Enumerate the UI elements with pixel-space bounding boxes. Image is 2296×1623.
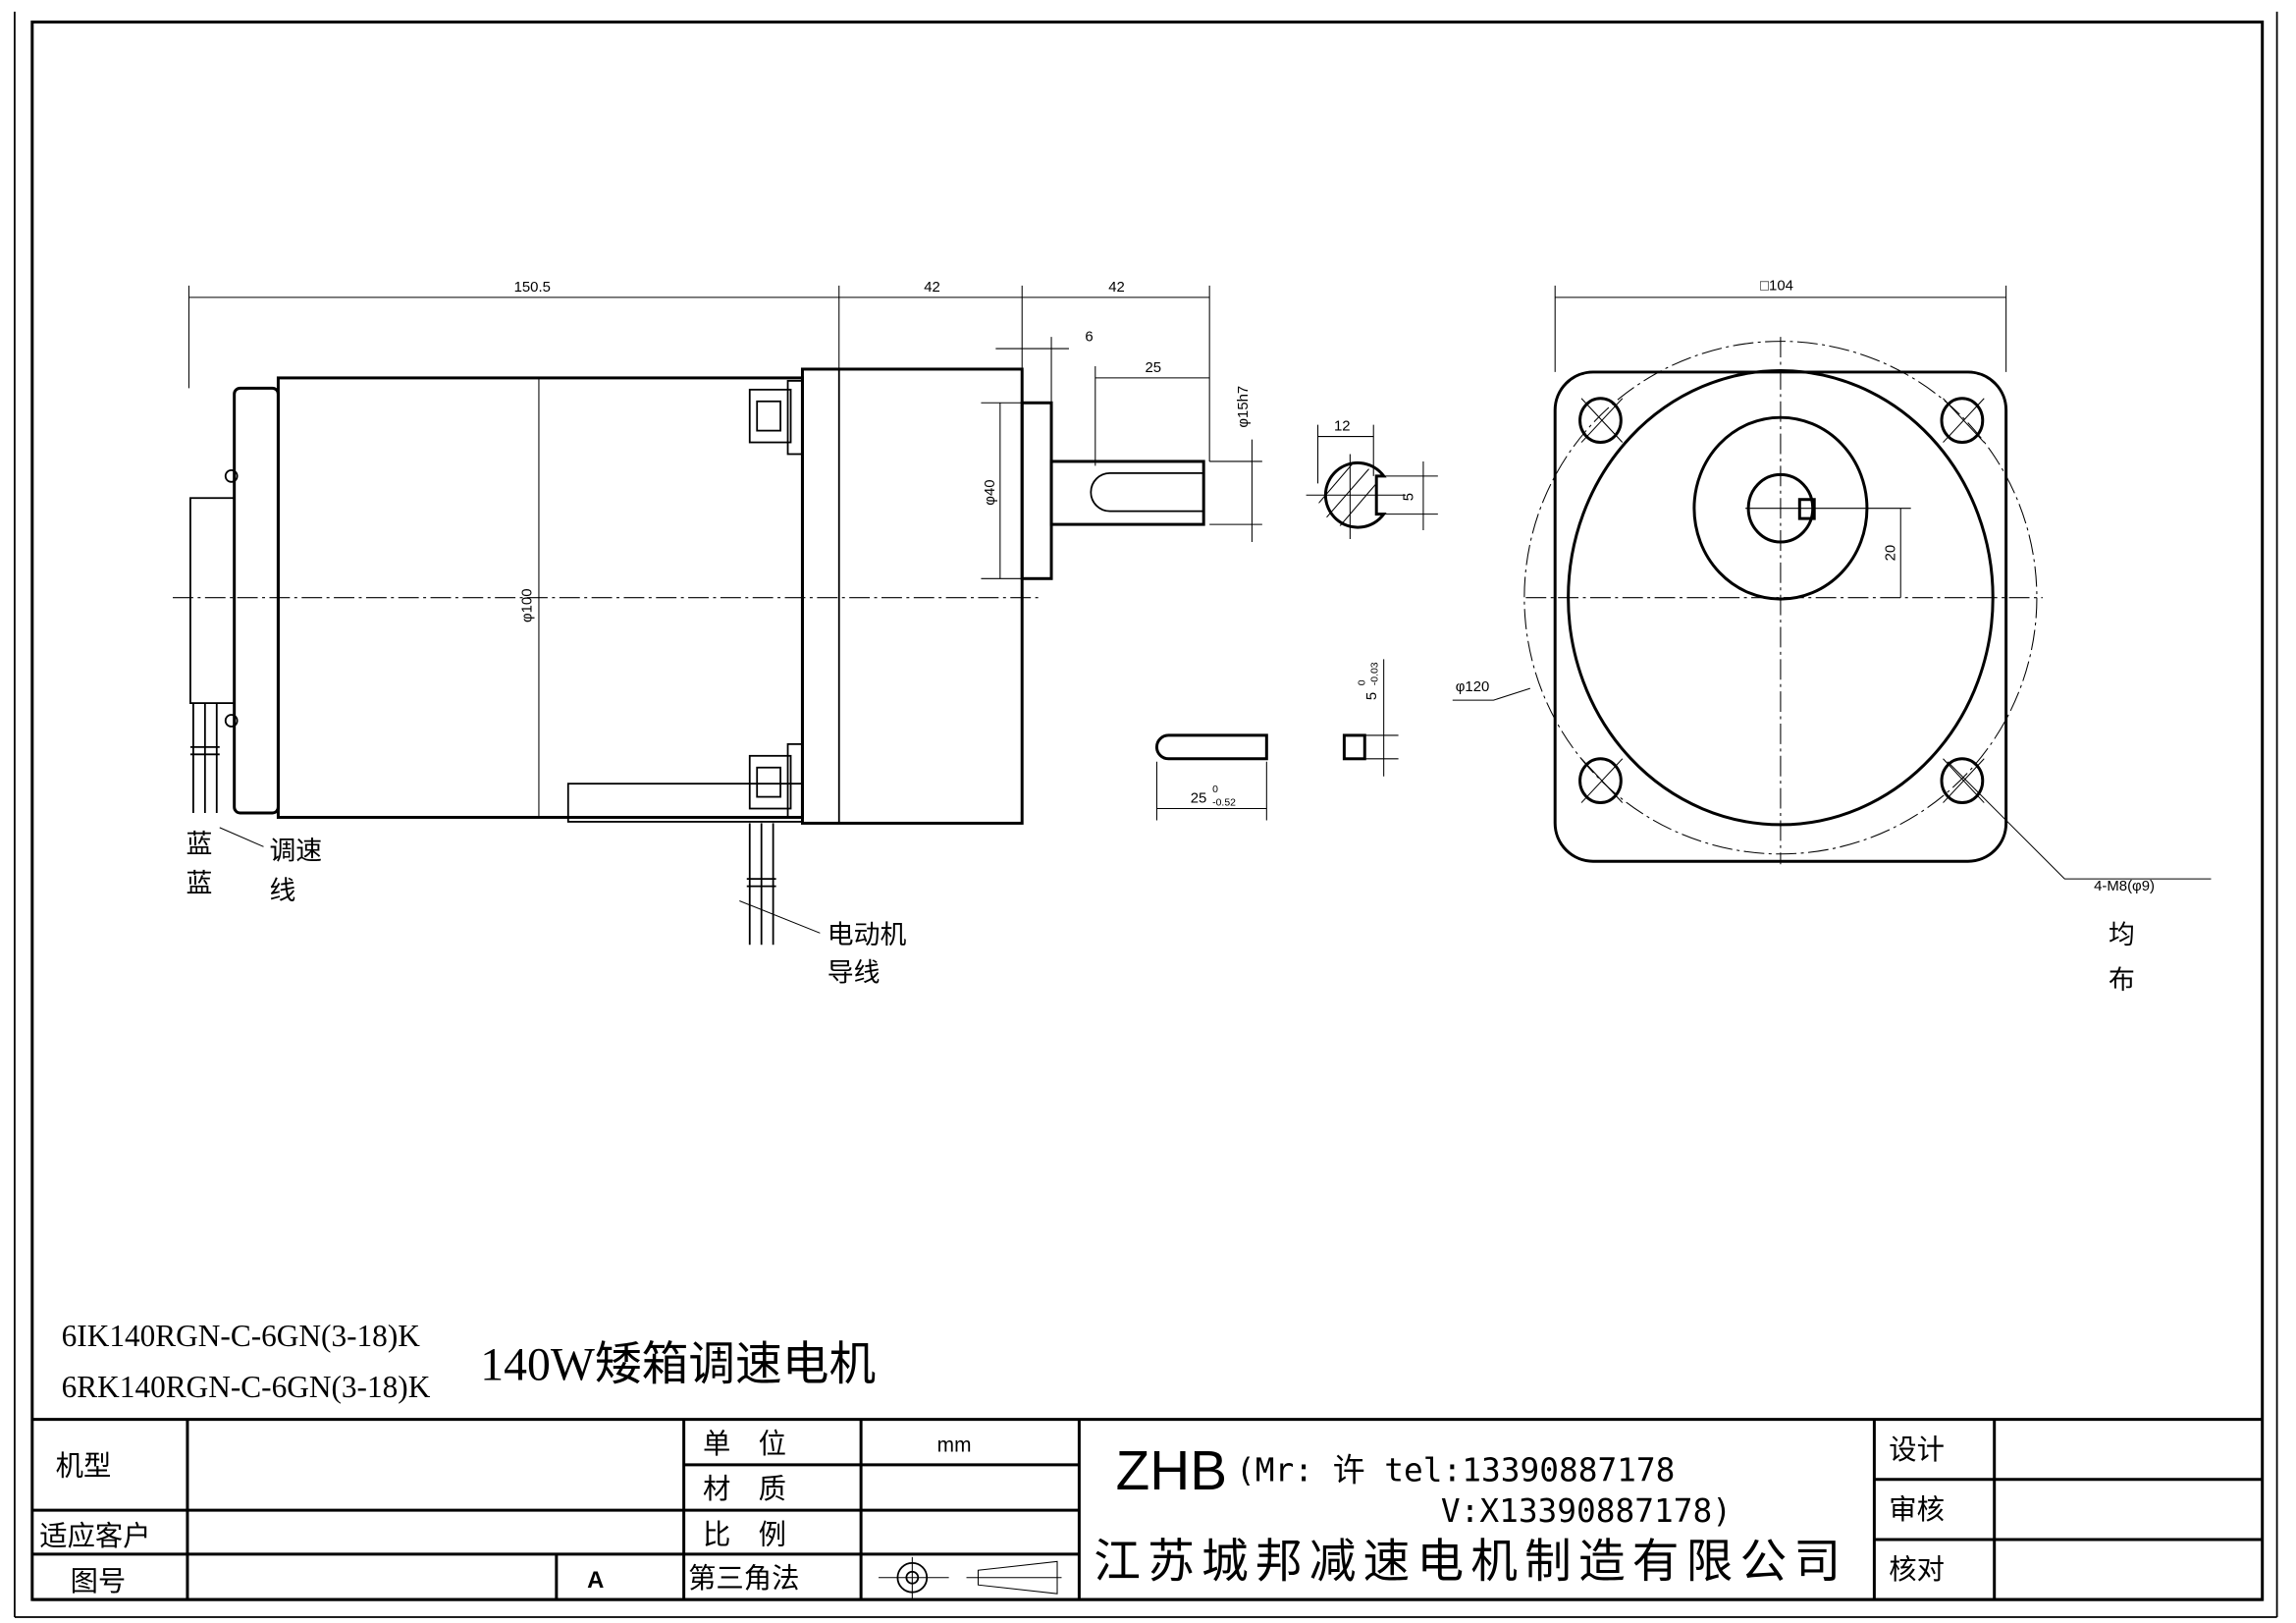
brand-logo: ZHB (1116, 1440, 1227, 1502)
label-design: 设计 (1889, 1434, 1945, 1466)
dim-phi15h7: φ15h7 (1236, 386, 1252, 428)
key-height-tol-upper: 0 (1357, 679, 1367, 685)
dim-150-5: 150.5 (514, 280, 551, 296)
dim-5: 5 (1402, 493, 1417, 501)
dim-25: 25 (1146, 360, 1162, 376)
dim-key-length: 25 (1191, 791, 1207, 807)
key-length-tol-upper: 0 (1212, 784, 1218, 795)
label-evenly-2: 布 (2109, 965, 2135, 996)
label-model: 机型 (56, 1449, 112, 1482)
label-customer: 适应客户 (39, 1520, 150, 1552)
key-height-tol-lower: -0.03 (1370, 662, 1381, 685)
dim-42-gearbox: 42 (924, 280, 940, 296)
label-review: 审核 (1889, 1493, 1945, 1526)
label-check: 核对 (1889, 1553, 1945, 1586)
key-length-tol-lower: -0.52 (1212, 798, 1236, 809)
unit-value: mm (937, 1434, 972, 1456)
contact-phone: (Mr: 许 tel:13390887178 (1236, 1451, 1675, 1488)
dim-mount-holes: 4-M8(φ9) (2094, 879, 2155, 894)
label-speed-line-2: 线 (269, 876, 295, 906)
label-motor-lead-2: 导线 (828, 958, 881, 989)
dim-42-shaft: 42 (1108, 280, 1125, 296)
contact-wechat: V:X13390887178) (1441, 1492, 1732, 1530)
label-scale: 比 例 (703, 1518, 786, 1550)
dim-key-height: 5 (1364, 692, 1380, 700)
side-view: 150.5 42 42 6 25 φ100 φ40 φ15h7 蓝 蓝 调速 线… (173, 280, 1262, 989)
third-angle-projection-icon (879, 1556, 1062, 1598)
revision: A (587, 1567, 604, 1594)
drawing-title: 140W矮箱调速电机 (480, 1338, 876, 1390)
label-evenly: 均 (2109, 920, 2135, 950)
shaft-section: 12 5 25 0 -0.52 5 0 -0.03 (1154, 419, 1438, 821)
dim-20: 20 (1883, 545, 1898, 562)
label-blue-1: 蓝 (186, 829, 212, 859)
label-drawing-no: 图号 (71, 1565, 127, 1597)
dim-phi40: φ40 (983, 479, 998, 505)
drawing-frame (30, 20, 2265, 1601)
label-speed-line: 调速 (269, 837, 322, 867)
dim-square-104: □104 (1760, 278, 1793, 294)
company-name: 江苏城邦减速电机制造有限公司 (1094, 1536, 1841, 1590)
front-view: □104 20 φ120 4-M8(φ9) 均 布 (1452, 278, 2212, 996)
label-unit: 单 位 (703, 1428, 786, 1460)
title-block: 机型 适应客户 图号 A 单 位 mm 材 质 比 例 第三角法 ZHB (Mr… (31, 1418, 2263, 1601)
dim-phi100: φ100 (519, 588, 535, 622)
dim-12: 12 (1334, 419, 1351, 435)
label-projection: 第三角法 (688, 1562, 799, 1595)
label-blue-2: 蓝 (186, 869, 212, 899)
model-number-1: 6IK140RGN-C-6GN(3-18)K (62, 1319, 421, 1353)
model-number-2: 6RK140RGN-C-6GN(3-18)K (62, 1370, 431, 1404)
dim-6: 6 (1085, 330, 1093, 346)
label-material: 材 质 (703, 1473, 786, 1505)
dim-phi120: φ120 (1456, 679, 1490, 695)
label-motor-lead: 电动机 (828, 920, 907, 950)
